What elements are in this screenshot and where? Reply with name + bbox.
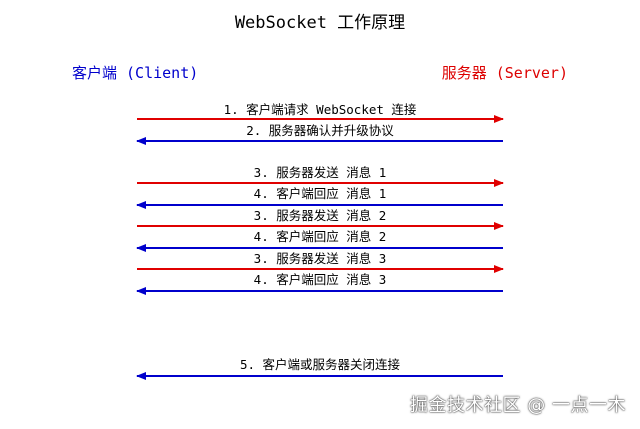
message-label-1: 1. 客户端请求 WebSocket 连接 [223, 102, 417, 117]
message-label-8: 4. 客户端回应 消息 3 [253, 272, 387, 287]
message-label-2: 2. 服务器确认并升级协议 [246, 123, 394, 138]
diagram-title: WebSocket 工作原理 [234, 13, 406, 33]
message-label-9: 5. 客户端或服务器关闭连接 [239, 357, 401, 372]
message-label-4: 4. 客户端回应 消息 1 [253, 186, 387, 201]
message-label-5: 3. 服务器发送 消息 2 [253, 208, 387, 223]
message-label-6: 4. 客户端回应 消息 2 [253, 229, 387, 244]
message-label-7: 3. 服务器发送 消息 3 [253, 251, 387, 266]
message-label-3: 3. 服务器发送 消息 1 [253, 165, 387, 180]
actor-client-label: 客户端 (Client) [72, 64, 199, 82]
watermark: 掘金技术社区 @ 一点一木 [410, 395, 626, 416]
actor-server-label: 服务器 (Server) [441, 64, 568, 82]
